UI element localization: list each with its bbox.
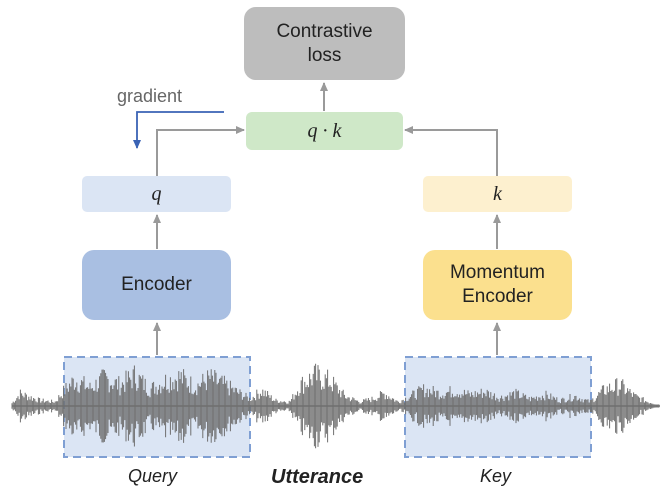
encoder-box: Encoder bbox=[82, 250, 231, 320]
contrastive-loss-label: Contrastive loss bbox=[276, 20, 373, 66]
encoder-label: Encoder bbox=[121, 274, 192, 295]
momentum-encoder-box: Momentum Encoder bbox=[423, 250, 572, 320]
gradient-label: gradient bbox=[117, 86, 183, 106]
arrow-q-to-qk bbox=[156, 126, 245, 176]
gradient-arrow bbox=[133, 111, 224, 149]
contrastive-loss-box: Contrastive loss bbox=[244, 7, 405, 80]
qk-product-label: q · k bbox=[307, 120, 342, 142]
key-label: Key bbox=[480, 466, 512, 486]
utterance-waveform bbox=[11, 363, 660, 449]
utterance-label: Utterance bbox=[271, 466, 364, 488]
momentum-encoder-label: Momentum Encoder bbox=[449, 262, 546, 307]
query-vector-box: q bbox=[82, 176, 231, 212]
arrow-k-to-qk bbox=[404, 126, 498, 176]
key-vector-label: k bbox=[493, 183, 502, 205]
query-vector-label: q bbox=[151, 183, 162, 205]
key-vector-box: k bbox=[423, 176, 572, 212]
qk-product-box: q · k bbox=[246, 112, 403, 150]
query-label: Query bbox=[128, 466, 178, 486]
